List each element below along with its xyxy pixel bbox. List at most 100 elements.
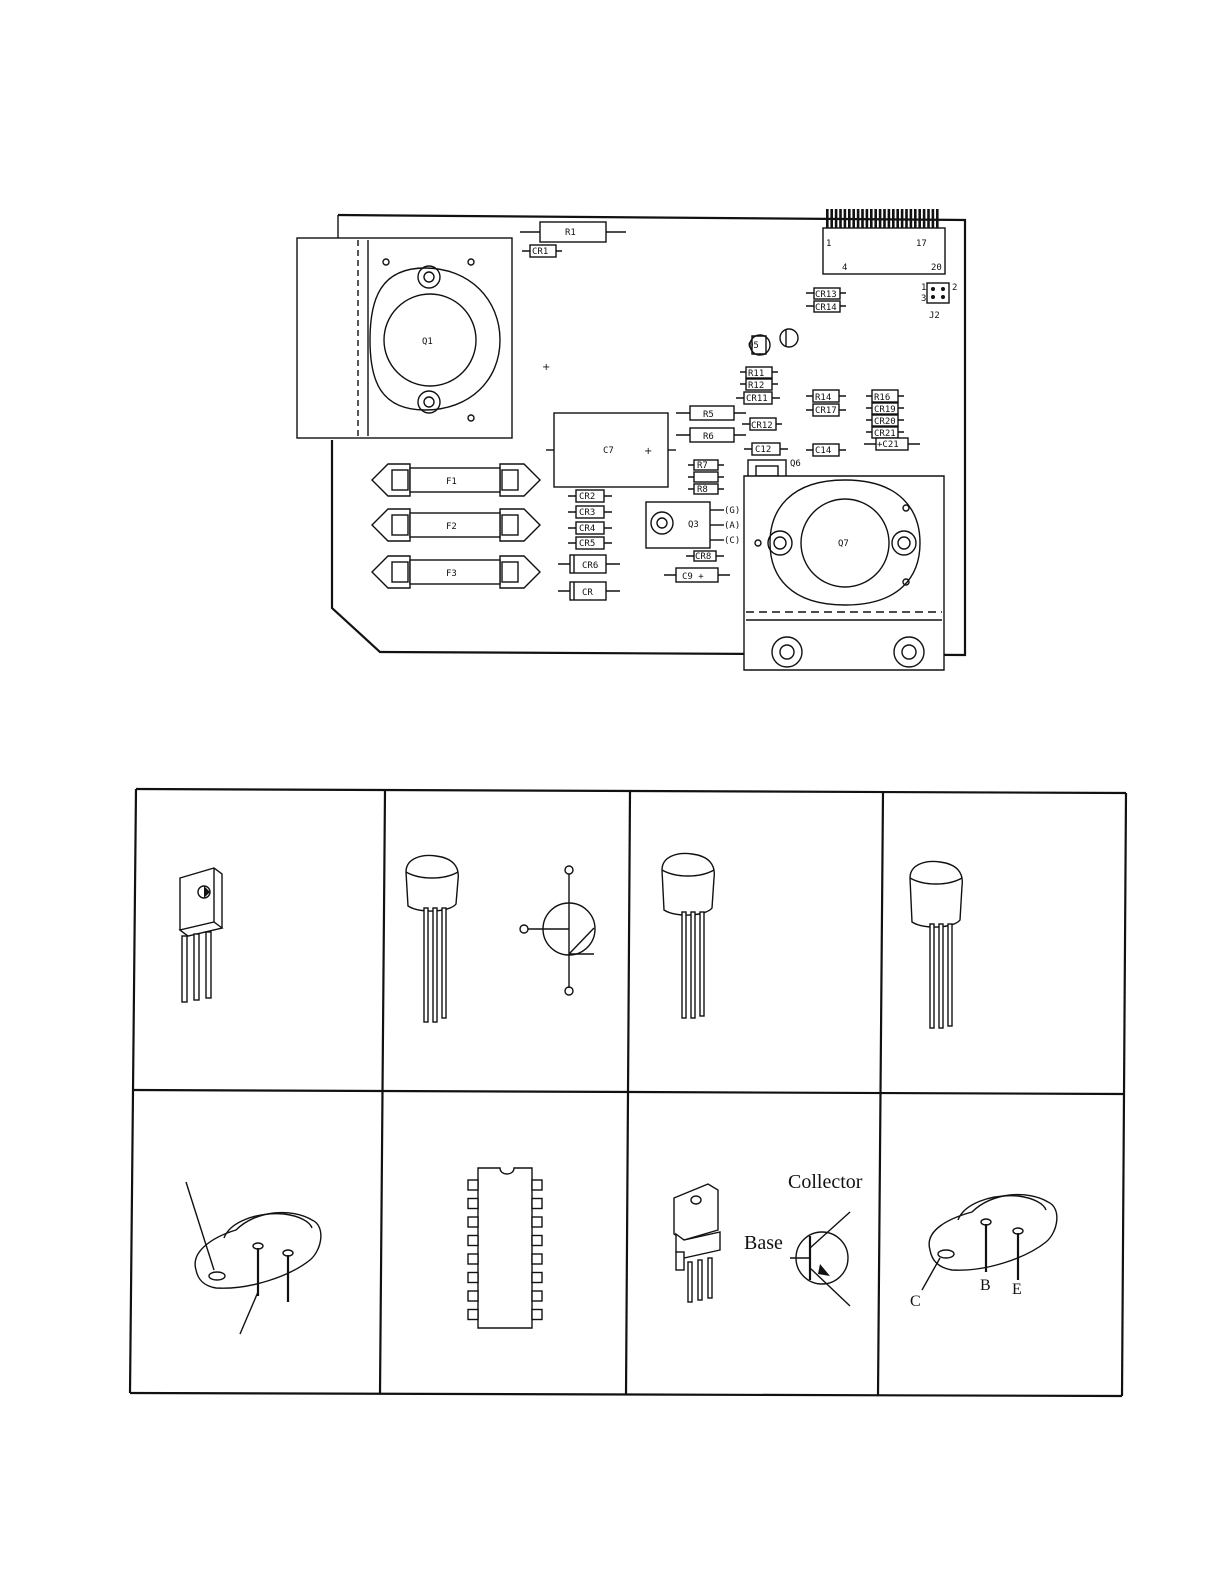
- connector-pin: [879, 209, 882, 228]
- conn-pin17: 17: [916, 239, 927, 249]
- diode-cr13: CR13: [806, 288, 846, 300]
- ic-pin: [532, 1199, 542, 1209]
- jumper-j2: 1 2 3 J2: [921, 283, 957, 321]
- connector-pin: [914, 209, 917, 228]
- svg-text:+: +: [542, 362, 550, 373]
- svg-text:(C): (C): [724, 536, 740, 546]
- svg-text:R8: R8: [697, 485, 708, 495]
- connector-pin: [835, 209, 838, 228]
- diode-cr11: CR11: [736, 392, 780, 404]
- diode-cr: CR: [558, 582, 620, 600]
- component-c8: [688, 472, 724, 482]
- q1-label: Q1: [422, 337, 433, 347]
- connector-pin: [870, 209, 873, 228]
- npn-symbol: Collector Base: [744, 1171, 863, 1306]
- connector-pin: [910, 209, 913, 228]
- resistor-r14: R14: [806, 390, 846, 403]
- connector-pin: [848, 209, 851, 228]
- resistor-r16: R16: [866, 390, 904, 403]
- diode-cr20: CR20: [866, 415, 904, 427]
- svg-text:CR12: CR12: [751, 421, 773, 431]
- diode-cr8: CR8: [686, 551, 724, 562]
- to3-transistor-1: [186, 1182, 321, 1334]
- capacitor-c12: C12: [744, 443, 788, 455]
- svg-text:CR: CR: [582, 588, 593, 598]
- connector-pin: [874, 209, 877, 228]
- diode-cr6: CR6: [558, 555, 620, 573]
- ujt-symbol: [520, 866, 595, 995]
- resistor-r6: R6: [676, 428, 746, 442]
- capacitor-c21: +C21: [864, 438, 920, 450]
- transistor-q5: Q5: [748, 329, 798, 355]
- connector-pin: [918, 209, 921, 228]
- capacitor-c14: C14: [806, 444, 846, 456]
- svg-text:R11: R11: [748, 369, 764, 379]
- connector-pin: [901, 209, 904, 228]
- connector-pin: [905, 209, 908, 228]
- q6-label: Q6: [790, 459, 801, 469]
- diode-cr14: CR14: [806, 301, 846, 313]
- ic-pin: [532, 1236, 542, 1246]
- diode-cr17: CR17: [806, 404, 846, 416]
- ic-pin: [532, 1217, 542, 1227]
- r1-label: R1: [565, 228, 576, 238]
- diode-cr5: CR5: [568, 537, 612, 549]
- fuse-f1: F1: [372, 464, 540, 496]
- q3-label: Q3: [688, 520, 699, 530]
- svg-text:CR5: CR5: [579, 539, 595, 549]
- svg-text:R7: R7: [697, 461, 708, 471]
- svg-text:(A): (A): [724, 521, 740, 531]
- ic-pin: [532, 1310, 542, 1320]
- cr1-label: CR1: [532, 247, 548, 257]
- diode-cr2: CR2: [568, 490, 612, 502]
- ic-pin: [468, 1273, 478, 1283]
- collector-label: Collector: [788, 1171, 863, 1193]
- svg-text:CR19: CR19: [874, 405, 896, 415]
- q7-heatsink: Q7: [744, 476, 944, 670]
- diode-cr1: CR1: [522, 245, 562, 257]
- to92-transistor-2: [662, 854, 714, 1018]
- svg-text:CR20: CR20: [874, 417, 896, 427]
- svg-text:C12: C12: [755, 445, 771, 455]
- diode-cr4: CR4: [568, 522, 612, 534]
- svg-text:CR14: CR14: [815, 303, 837, 313]
- connector-pin: [896, 209, 899, 228]
- svg-text:R5: R5: [703, 410, 714, 420]
- conn-pin20: 20: [931, 263, 942, 273]
- connector-pin: [839, 209, 842, 228]
- ic-pin: [468, 1236, 478, 1246]
- svg-text:R12: R12: [748, 381, 764, 391]
- connector-pin: [852, 209, 855, 228]
- resistor-r7: R7: [688, 460, 724, 471]
- svg-text:(G): (G): [724, 506, 740, 516]
- to3-transistor-2: C B E: [910, 1195, 1057, 1310]
- connector-pin: [883, 209, 886, 228]
- q5-label: Q5: [748, 341, 759, 351]
- to3-pin-b: B: [980, 1277, 991, 1294]
- connector-pin: [857, 209, 860, 228]
- connector-pin: [936, 209, 939, 228]
- diode-cr12: CR12: [742, 418, 782, 431]
- svg-text:F2: F2: [446, 522, 457, 532]
- ic-pin: [532, 1273, 542, 1283]
- svg-text:CR3: CR3: [579, 508, 595, 518]
- ic-pin: [468, 1180, 478, 1190]
- svg-text:CR6: CR6: [582, 561, 598, 571]
- svg-text:C14: C14: [815, 446, 831, 456]
- svg-text:CR2: CR2: [579, 492, 595, 502]
- capacitor-c9: C9 +: [664, 568, 730, 582]
- ic-pin: [468, 1199, 478, 1209]
- connector-pin: [844, 209, 847, 228]
- base-label: Base: [744, 1232, 783, 1254]
- svg-text:R6: R6: [703, 432, 714, 442]
- resistor-r1: R1: [520, 222, 626, 242]
- conn-pin4: 4: [842, 263, 847, 273]
- connector-pin: [892, 209, 895, 228]
- ic-pin: [468, 1310, 478, 1320]
- svg-text:F1: F1: [446, 477, 457, 487]
- ic-pin: [468, 1254, 478, 1264]
- svg-text:C9 +: C9 +: [682, 572, 704, 582]
- to220-transistor: [674, 1184, 720, 1302]
- ic-pin: [532, 1254, 542, 1264]
- connector-pin: [826, 209, 829, 228]
